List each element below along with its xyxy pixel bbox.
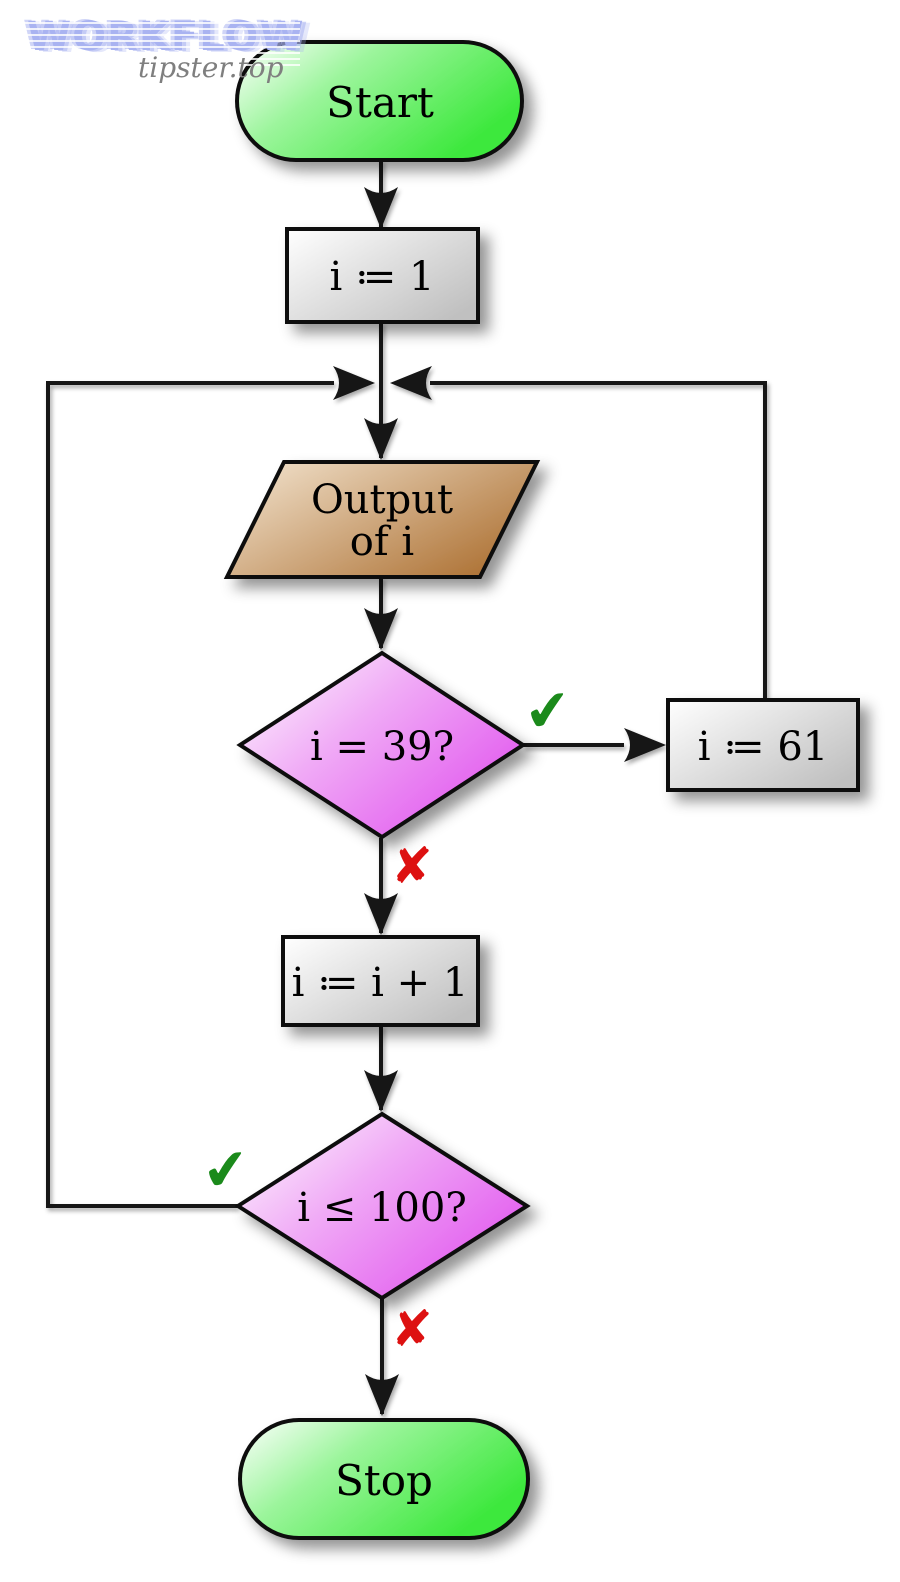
edge-set61-loop	[430, 381, 767, 700]
start-label: Start	[326, 78, 434, 127]
nodes-layer	[223, 40, 860, 1540]
node-set61-process	[666, 698, 860, 792]
increment-label: i ≔ i + 1	[292, 960, 469, 1006]
arrowhead-down-icon	[364, 187, 398, 229]
node-start-terminator	[235, 40, 524, 162]
arrowhead-down-icon	[364, 608, 398, 650]
node-init-process	[285, 227, 480, 324]
edges-layer	[46, 160, 767, 1416]
check39-no-cross-icon: ✘	[391, 837, 433, 895]
watermark-subtitle: tipster.top	[138, 51, 284, 84]
node-output-parallelogram	[223, 460, 541, 579]
arrowhead-left-icon	[390, 366, 432, 400]
arrowhead-down-icon	[364, 893, 398, 935]
stop-label: Stop	[335, 1456, 433, 1505]
arrowhead-down-icon	[364, 1070, 398, 1112]
arrowhead-right-icon	[333, 366, 375, 400]
watermark: WORKFLOW tipster.top	[0, 0, 320, 100]
check100-yes-checkmark-icon: ✔	[199, 1136, 252, 1206]
output-label-line1: Output	[311, 477, 453, 523]
check39-yes-checkmark-icon: ✔	[521, 677, 574, 747]
node-increment-process	[281, 935, 480, 1027]
node-check39-decision	[236, 650, 527, 840]
arrowhead-down-icon	[364, 418, 398, 460]
node-check100-decision	[234, 1111, 531, 1301]
check100-no-cross-icon: ✘	[391, 1300, 433, 1358]
check39-label: i = 39?	[310, 724, 454, 770]
arrowhead-right-icon	[624, 728, 666, 762]
output-label-line2: of i	[350, 519, 414, 565]
labels-layer: Start i ≔ 1 Output of i i = 39? i ≔ 61 i…	[292, 78, 829, 1505]
node-stop-terminator	[238, 1418, 530, 1540]
set61-label: i ≔ 61	[698, 724, 828, 770]
check100-label: i ≤ 100?	[297, 1185, 467, 1231]
arrowhead-down-icon	[365, 1374, 399, 1416]
init-label: i ≔ 1	[330, 254, 435, 300]
branch-marks-layer: ✔ ✘ ✔ ✘	[199, 677, 574, 1358]
edge-check100-loop	[46, 381, 334, 1208]
